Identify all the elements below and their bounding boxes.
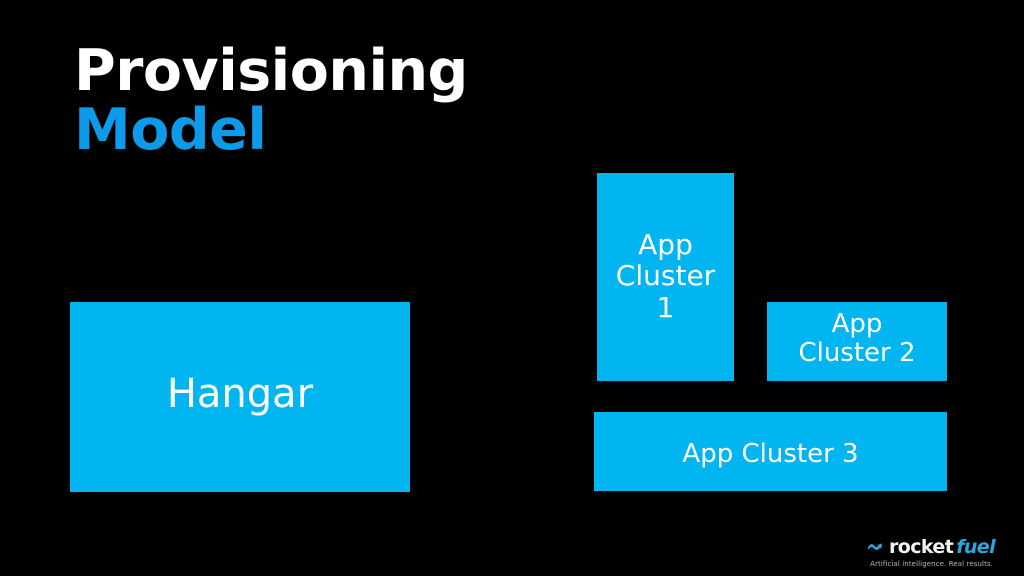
diagram-box-app-cluster-3: App Cluster 3 bbox=[594, 412, 947, 491]
brand-name-part-2: fuel bbox=[956, 536, 995, 558]
diagram-box-app-cluster-3-label: App Cluster 3 bbox=[682, 438, 859, 469]
page-title: Provisioning Model bbox=[74, 38, 468, 164]
brand-tagline: Artificial intelligence. Real results. bbox=[870, 560, 993, 568]
diagram-box-app-cluster-1: App Cluster 1 bbox=[597, 173, 734, 381]
diagram-box-hangar-label: Hangar bbox=[166, 371, 314, 417]
rocketfuel-swoosh-icon bbox=[867, 538, 886, 557]
diagram-box-app-cluster-2: App Cluster 2 bbox=[767, 302, 947, 381]
diagram-box-hangar: Hangar bbox=[70, 302, 410, 492]
brand-logo-wordmark: rocket fuel bbox=[855, 536, 996, 558]
diagram-box-app-cluster-2-label: App Cluster 2 bbox=[798, 309, 916, 369]
diagram-box-app-cluster-1-label: App Cluster 1 bbox=[615, 228, 716, 324]
page-title-line-1: Provisioning bbox=[74, 38, 468, 104]
page-title-line-2: Model bbox=[74, 97, 267, 164]
brand-logo: rocket fuel Artificial intelligence. Rea… bbox=[855, 536, 996, 571]
brand-name-part-1: rocket bbox=[889, 536, 954, 558]
